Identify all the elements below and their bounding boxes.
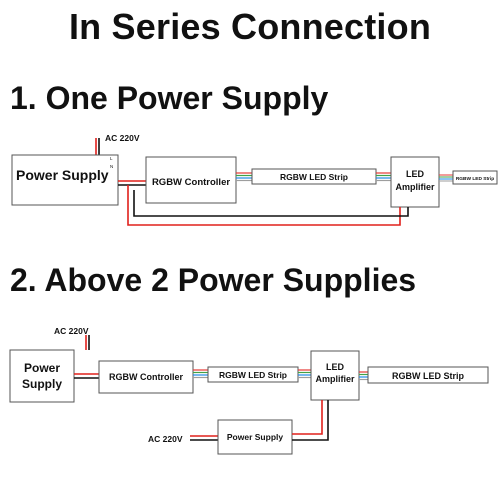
- led-amplifier-label-2a: LED: [326, 362, 345, 372]
- led-amplifier-label-2b: Amplifier: [315, 374, 355, 384]
- power-supply-label-1: Power Supply: [16, 167, 109, 183]
- section-heading-two-power-supplies: 2. Above 2 Power Supplies: [10, 262, 417, 298]
- diagram-one-power-supply: AC 220V Power Supply L N RGBW Controller…: [11, 133, 498, 226]
- rgbw-led-strip-1: [251, 168, 377, 185]
- section-heading-one-power-supply: 1. One Power Supply: [10, 80, 329, 116]
- page-title: In Series Connection: [68, 6, 432, 47]
- rgbw-controller-label-2: RGBW Controller: [109, 372, 183, 382]
- rgbw-led-strip-end-2: [367, 366, 489, 384]
- power-supply-box-1: [11, 154, 119, 206]
- rgbw-wires-1b: [376, 172, 391, 182]
- amplifier-power-wires-1: [127, 185, 409, 226]
- rgbw-wires-1c: [439, 174, 453, 182]
- rgbw-wires-2a: [193, 369, 208, 379]
- rgbw-led-strip-label-1: RGBW LED Strip: [280, 172, 348, 182]
- led-amplifier-box-2: [310, 350, 360, 401]
- power-supply-box-2: [9, 349, 75, 403]
- rgbw-led-strip-small-1: [452, 170, 498, 185]
- amplifier-power-wires-2: [292, 400, 329, 441]
- ac-input-wires-1: [95, 138, 100, 155]
- ac-label-1: AC 220V: [105, 133, 140, 143]
- rgbw-led-strip-label-2: RGBW LED Strip: [219, 370, 287, 380]
- power-supply-box-2b: [217, 419, 293, 455]
- ac-label-2b: AC 220V: [148, 434, 183, 444]
- power-supply-label-2c: Power Supply: [227, 432, 283, 442]
- rgbw-wires-2c: [359, 371, 368, 381]
- ac-label-2: AC 220V: [54, 326, 89, 336]
- rgbw-controller-box-2: [98, 360, 194, 394]
- ac-input-wires-2: [85, 335, 90, 350]
- terminal-n-label: N: [110, 164, 113, 169]
- diagram-two-power-supplies: AC 220V Power Supply RGBW Controller RGB…: [9, 326, 489, 455]
- power-supply-label-2b: Supply: [22, 377, 62, 391]
- led-amplifier-label-1a: LED: [406, 169, 425, 179]
- power-supply-label-2a: Power: [24, 361, 60, 375]
- rgbw-led-strip-small-label-1: RGBW LED Strip: [456, 176, 494, 182]
- rgbw-controller-box-1: [145, 156, 237, 204]
- rgbw-wires-1a: [236, 172, 252, 182]
- ac-input-wires-2b: [190, 435, 218, 441]
- terminal-l-label: L: [110, 156, 113, 161]
- led-amplifier-label-1b: Amplifier: [395, 182, 435, 192]
- rgbw-controller-label-1: RGBW Controller: [152, 177, 230, 188]
- led-amplifier-box-1: [390, 156, 440, 208]
- rgbw-wires-2b: [298, 369, 311, 379]
- rgbw-led-strip-end-label-2: RGBW LED Strip: [392, 371, 464, 381]
